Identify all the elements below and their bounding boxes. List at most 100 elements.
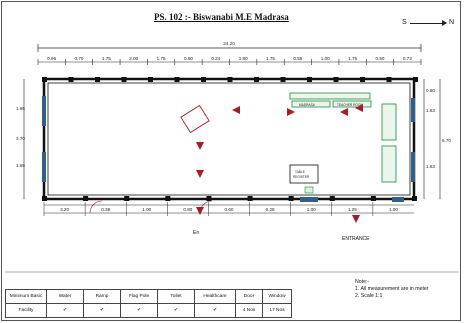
bottom-dimension-label: 1.00 — [307, 207, 316, 212]
top-dimension-label: 0.73 — [403, 56, 412, 61]
bottom-dimension-label: 1.00 — [389, 207, 398, 212]
compass-arrow-icon — [442, 20, 447, 26]
facility-table: Minimum Basic Water Ramp Flag Pole Toile… — [5, 289, 292, 318]
top-dimension-label: 0.70 — [75, 56, 84, 61]
column — [280, 77, 286, 82]
entrance-label: ENTRANCE — [342, 236, 370, 242]
top-columns — [42, 77, 418, 82]
top-dimension-label: 1.75 — [102, 56, 111, 61]
side-door — [392, 197, 404, 202]
rotated-desk — [180, 104, 210, 134]
svg-text:1.65: 1.65 — [16, 163, 25, 168]
column — [370, 196, 376, 201]
column — [329, 196, 335, 201]
column — [413, 77, 418, 82]
column — [227, 77, 233, 82]
column — [206, 196, 212, 201]
top-dimension-label: 2.00 — [129, 56, 138, 61]
bottom-dimension-label: 0.38 — [101, 207, 110, 212]
left-window-2 — [42, 152, 46, 182]
svg-text:REGISTER: REGISTER — [293, 175, 310, 179]
row-facility: Facility — [5, 303, 47, 318]
compass-line — [410, 23, 446, 24]
column — [121, 77, 127, 82]
svg-text:1.65: 1.65 — [16, 106, 25, 111]
column — [174, 77, 180, 82]
header-window: Window — [262, 289, 292, 304]
right-window-2 — [411, 152, 415, 182]
room-tag-madrasa: MADRASA — [299, 103, 316, 107]
door-swing-2 — [199, 200, 213, 214]
column — [201, 77, 206, 82]
header-door: Door — [235, 289, 263, 304]
room-blocks — [289, 92, 397, 183]
column — [333, 77, 339, 82]
flow-arrows — [196, 104, 363, 223]
notes-block: Note:- 1. All measurement are in meter 2… — [355, 279, 429, 300]
bottom-columns — [42, 196, 417, 201]
bottom-dimension-label: 0.80 — [183, 207, 192, 212]
top-dimension-label: 1.00 — [321, 56, 330, 61]
entrance-door — [300, 197, 318, 202]
column — [42, 77, 47, 82]
column — [124, 196, 130, 201]
bottom-dimensions: 3.20 0.38 1.00 0.80 0.60 0.28 1.00 1.25 1.00 — [43, 202, 398, 216]
svg-text:6.70: 6.70 — [442, 138, 451, 143]
header-toilet: Toilet — [157, 289, 195, 304]
bottom-dimension-label: 0.60 — [225, 207, 234, 212]
top-dimension-label: 1.80 — [239, 56, 248, 61]
notes-heading: Note:- — [355, 279, 370, 285]
top-dimension-label: 0.24 — [211, 56, 220, 61]
left-window-1 — [42, 96, 46, 126]
svg-text:1.63: 1.63 — [426, 164, 435, 169]
flag-pole-check-icon: ✔ — [120, 303, 158, 318]
svg-text:TABLE: TABLE — [295, 170, 305, 174]
column — [68, 77, 74, 82]
column — [165, 196, 171, 201]
column — [307, 77, 312, 82]
page-title: PS. 102 :- Biswanabi M.E Madrasa — [154, 12, 289, 22]
column — [247, 196, 253, 201]
column — [360, 77, 365, 82]
toilet-check-icon: ✔ — [157, 303, 195, 318]
note-item-2: 2. Scale 1:1 — [355, 293, 383, 299]
header-flag-pole: Flag Pole — [120, 289, 158, 304]
right-window-1 — [411, 98, 415, 122]
top-dimension-label: 1.75 — [348, 56, 357, 61]
column — [83, 196, 89, 201]
water-check-icon: ✔ — [46, 303, 84, 318]
header-water: Water — [46, 289, 84, 304]
column — [42, 196, 47, 201]
svg-text:3.70: 3.70 — [16, 136, 25, 141]
top-dimension-label: 0.50 — [184, 56, 193, 61]
compass-north-label: N — [449, 19, 455, 26]
svg-text:1.63: 1.63 — [426, 108, 435, 113]
top-dimension-label: 0.95 — [47, 56, 56, 61]
ramp-check-icon: ✔ — [83, 303, 121, 318]
overall-length-label: 24.20 — [223, 41, 235, 46]
bottom-dimension-label: 1.00 — [142, 207, 151, 212]
column — [386, 77, 392, 82]
column — [288, 196, 294, 201]
svg-text:0.80: 0.80 — [426, 88, 435, 93]
bottom-dimension-label: 1.25 — [348, 207, 357, 212]
top-dimension-label: 0.55 — [293, 56, 302, 61]
window-count: 17 Nos — [262, 303, 292, 318]
door-count: 4 Nos — [235, 303, 263, 318]
table-box — [289, 164, 319, 184]
column — [254, 77, 259, 82]
top-dimensions: 0.95 0.70 1.75 2.00 1.75 0.50 0.24 1.80 1.75 0.55… — [37, 56, 422, 65]
column — [148, 77, 153, 82]
column — [412, 196, 417, 201]
room-tag-teacher: TEACHER ROOM — [337, 103, 363, 107]
bottom-dimension-label: 0.28 — [266, 207, 275, 212]
bottom-dimension-label: 3.20 — [60, 207, 69, 212]
top-dimension-label: 1.75 — [266, 56, 275, 61]
column — [95, 77, 100, 82]
compass-south-label: S — [402, 19, 407, 26]
header-min-basic: Minimum Basic — [5, 289, 47, 304]
header-ramp: Ramp — [83, 289, 121, 304]
en-label: En — [193, 230, 200, 236]
